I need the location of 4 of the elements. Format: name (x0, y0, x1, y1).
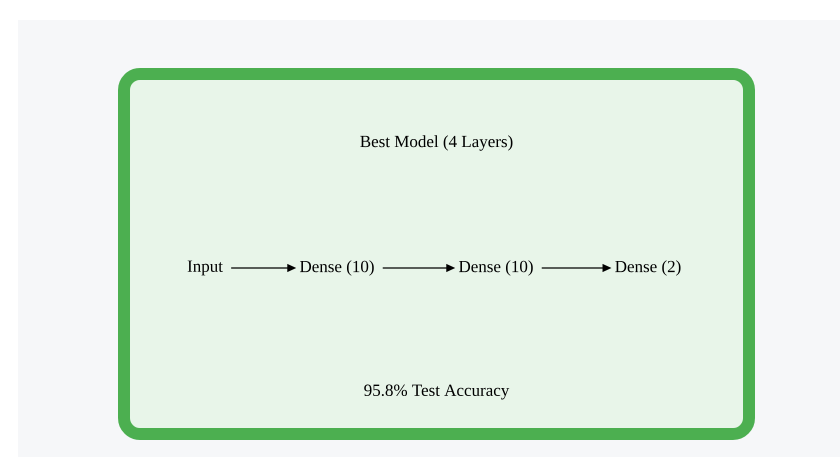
layer-label: Dense (10) (300, 260, 374, 276)
layer-label: Dense (10) (458, 260, 533, 276)
layer-label: Input (188, 260, 223, 276)
layer-label: Dense (2) (615, 260, 681, 276)
